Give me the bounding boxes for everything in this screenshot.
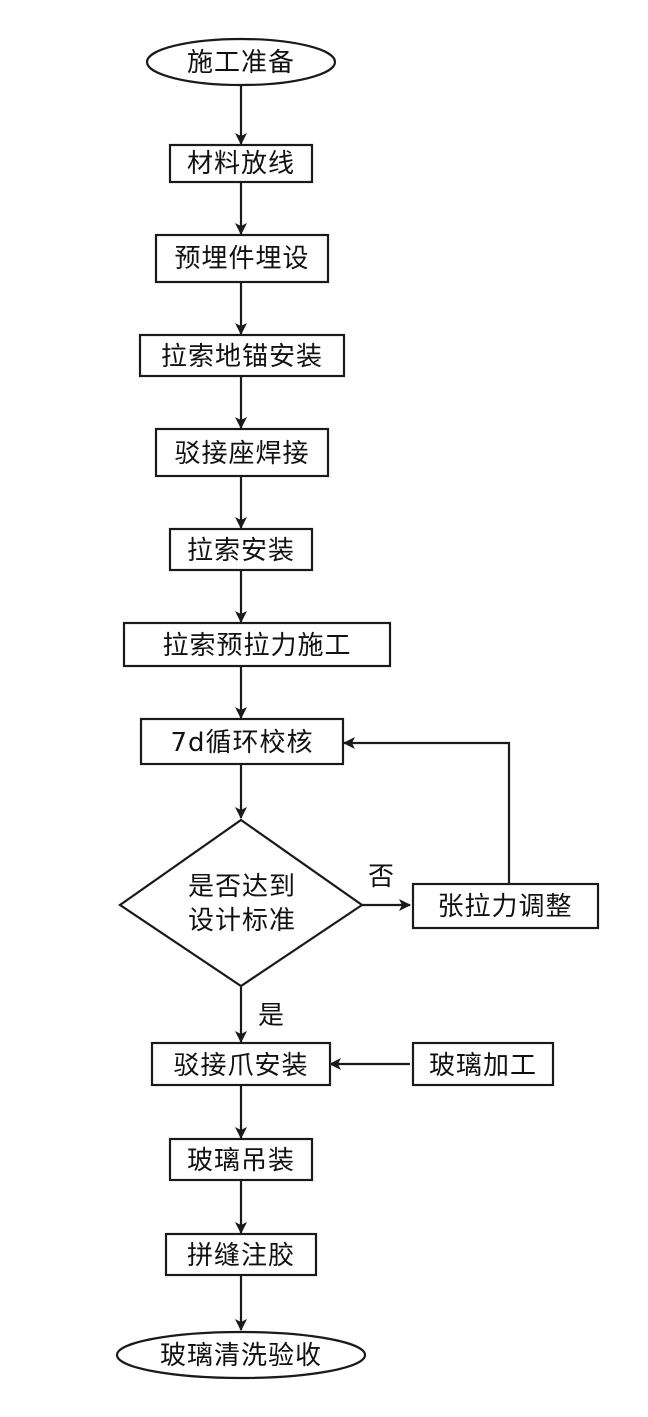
edge-label-no: 否 bbox=[368, 862, 394, 892]
process-box bbox=[168, 527, 314, 572]
node-cycle-check-label: 7d循环校核 bbox=[170, 728, 313, 758]
terminal-end-shape bbox=[115, 1330, 367, 1380]
edge-label-yes: 是 bbox=[258, 1001, 284, 1031]
node-connector-welding: 驳接座焊接 bbox=[154, 427, 330, 478]
node-glass-hoisting-label: 玻璃吊装 bbox=[187, 1146, 295, 1176]
process-box bbox=[138, 333, 346, 378]
node-material-layout: 材料放线 bbox=[168, 143, 314, 184]
node-claw-install-label: 驳接爪安装 bbox=[173, 1051, 308, 1081]
node-cable-install: 拉索安装 bbox=[168, 527, 314, 572]
node-embedded-parts-label: 预埋件埋设 bbox=[174, 244, 309, 274]
node-joint-sealing: 拼缝注胶 bbox=[164, 1232, 318, 1277]
node-embedded-parts: 预埋件埋设 bbox=[154, 233, 330, 284]
node-glass-processing: 玻璃加工 bbox=[411, 1041, 555, 1087]
node-start: 施工准备 bbox=[145, 37, 337, 87]
node-cable-anchor: 拉索地锚安装 bbox=[138, 333, 346, 378]
node-material-layout-label: 材料放线 bbox=[187, 149, 295, 179]
node-cycle-check: 7d循环校核 bbox=[139, 717, 345, 766]
node-claw-install: 驳接爪安装 bbox=[150, 1041, 332, 1087]
node-tension-adjust-label: 张拉力调整 bbox=[437, 892, 572, 922]
process-box bbox=[164, 1232, 318, 1277]
node-connector-welding-label: 驳接座焊接 bbox=[174, 439, 309, 469]
process-box bbox=[168, 1137, 314, 1182]
node-decision-label-line1: 是否达到 bbox=[188, 872, 296, 902]
node-start-label: 施工准备 bbox=[187, 48, 295, 78]
process-box bbox=[150, 1041, 332, 1087]
node-glass-processing-label: 玻璃加工 bbox=[429, 1051, 537, 1081]
decision-diamond bbox=[118, 818, 364, 988]
node-end-label: 玻璃清洗验收 bbox=[160, 1341, 322, 1371]
process-box bbox=[122, 621, 392, 668]
process-box bbox=[411, 1041, 555, 1087]
node-cable-pretension-label: 拉索预拉力施工 bbox=[162, 631, 351, 661]
node-end: 玻璃清洗验收 bbox=[115, 1330, 367, 1380]
process-box bbox=[139, 717, 345, 766]
node-cable-install-label: 拉索安装 bbox=[187, 536, 295, 566]
node-joint-sealing-label: 拼缝注胶 bbox=[187, 1241, 295, 1271]
edges bbox=[235, 86, 511, 1331]
terminal-start-shape bbox=[145, 37, 337, 87]
process-box bbox=[411, 882, 600, 930]
node-cable-pretension: 拉索预拉力施工 bbox=[122, 621, 392, 668]
node-glass-hoisting: 玻璃吊装 bbox=[168, 1137, 314, 1182]
node-decision: 是否达到 设计标准 bbox=[118, 818, 364, 988]
node-cable-anchor-label: 拉索地锚安装 bbox=[161, 342, 323, 372]
edge-adjust-loop-to-check bbox=[343, 737, 511, 884]
process-box bbox=[154, 233, 330, 284]
node-tension-adjust: 张拉力调整 bbox=[411, 882, 600, 930]
process-box bbox=[168, 143, 314, 184]
process-box bbox=[154, 427, 330, 478]
node-decision-label-line2: 设计标准 bbox=[188, 906, 296, 936]
